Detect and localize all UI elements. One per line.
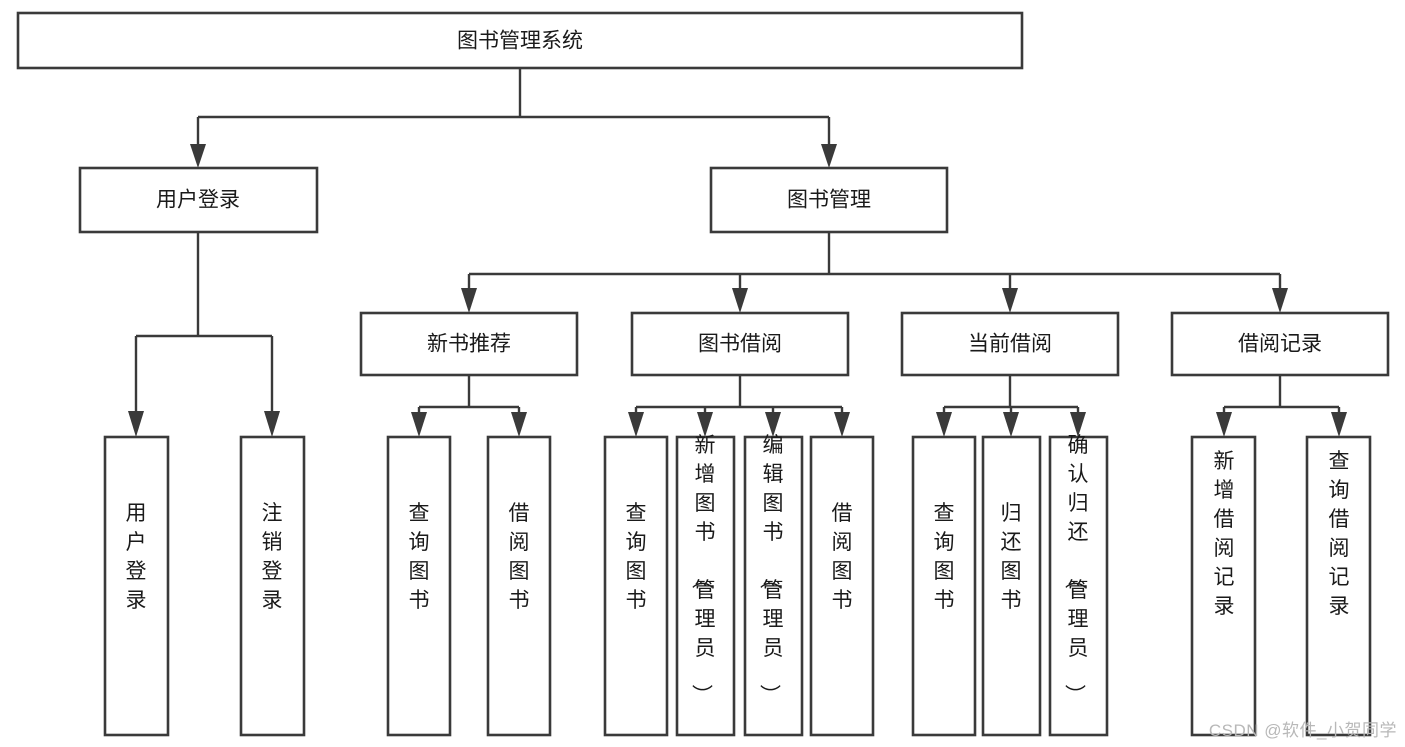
arrow-head-new-book-rec [461, 288, 477, 313]
arrow-head-leaf-return-book [1003, 412, 1019, 437]
node-leaf-query-book-1-label: 查询图书 [409, 502, 430, 612]
node-leaf-confirm-return-label: 确认归还（管理员） [1063, 434, 1089, 705]
arrow-head-leaf-logout-login [264, 411, 280, 437]
node-leaf-query-book-2-label: 查询图书 [626, 502, 647, 612]
node-leaf-logout-login-box[interactable] [239, 435, 306, 737]
arrow-head-current-borrow [1002, 288, 1018, 313]
node-leaf-logout-login-label: 注销登录 [262, 502, 283, 612]
node-leaf-query-book-1-box[interactable] [386, 435, 452, 737]
node-leaf-edit-book-box[interactable] [743, 435, 804, 737]
node-leaf-user-login-box[interactable] [103, 435, 170, 737]
node-borrow-record-box[interactable] [1170, 311, 1390, 377]
node-leaf-add-record-box[interactable] [1190, 435, 1257, 737]
node-leaf-query-record-box[interactable] [1305, 435, 1372, 737]
node-leaf-logout-login[interactable]: 注销登录 [239, 435, 306, 737]
node-leaf-borrow-book-1-label: 借阅图书 [509, 502, 530, 612]
node-user-login-label: 用户登录 [156, 189, 240, 212]
arrow-head-book-borrow [732, 288, 748, 313]
node-leaf-query-record[interactable]: 查询借阅记录 [1305, 435, 1372, 737]
node-user-login[interactable]: 用户登录 [78, 166, 319, 234]
node-leaf-edit-book[interactable]: 编辑图书（管理员） [743, 434, 804, 737]
node-leaf-edit-book-label: 编辑图书（管理员） [758, 434, 784, 705]
node-new-book-rec[interactable]: 新书推荐 [359, 311, 579, 377]
node-book-borrow-box[interactable] [630, 311, 850, 377]
node-leaf-query-record-label: 查询借阅记录 [1329, 450, 1350, 618]
arrow-head-leaf-borrow-book-1 [511, 412, 527, 437]
arrow-head-leaf-add-record [1216, 412, 1232, 437]
node-book-manage-label: 图书管理 [787, 189, 871, 212]
arrow-head-borrow-record [1272, 288, 1288, 313]
node-root[interactable]: 图书管理系统 [16, 11, 1024, 70]
node-leaf-confirm-return-box[interactable] [1048, 435, 1109, 737]
arrow-head-leaf-query-record [1331, 412, 1347, 437]
arrow-head-user-login [190, 144, 206, 168]
node-leaf-query-book-2-box[interactable] [603, 435, 669, 737]
node-current-borrow-label: 当前借阅 [968, 333, 1052, 356]
node-leaf-borrow-book-2-label: 借阅图书 [832, 502, 853, 612]
arrow-head-leaf-confirm-return [1070, 412, 1086, 437]
node-root-label: 图书管理系统 [457, 30, 583, 53]
node-new-book-rec-label: 新书推荐 [427, 333, 511, 356]
node-leaf-query-book-2[interactable]: 查询图书 [603, 435, 669, 737]
node-current-borrow-box[interactable] [900, 311, 1120, 377]
arrow-head-leaf-borrow-book-2 [834, 412, 850, 437]
node-leaf-user-login[interactable]: 用户登录 [103, 435, 170, 737]
node-root-box[interactable] [16, 11, 1024, 70]
node-leaf-add-book[interactable]: 新增图书（管理员） [675, 434, 736, 737]
node-book-borrow-label: 图书借阅 [698, 333, 782, 356]
node-leaf-return-book[interactable]: 归还图书 [981, 435, 1042, 737]
node-leaf-borrow-book-2-box[interactable] [809, 435, 875, 737]
node-leaf-borrow-book-2[interactable]: 借阅图书 [809, 435, 875, 737]
node-leaf-add-record[interactable]: 新增借阅记录 [1190, 435, 1257, 737]
node-borrow-record-label: 借阅记录 [1238, 333, 1322, 356]
node-leaf-add-book-label: 新增图书（管理员） [690, 434, 716, 705]
node-current-borrow[interactable]: 当前借阅 [900, 311, 1120, 377]
arrow-head-book-manage [821, 144, 837, 168]
node-leaf-user-login-label: 用户登录 [126, 502, 147, 612]
node-leaf-return-book-box[interactable] [981, 435, 1042, 737]
arrow-head-leaf-edit-book [765, 412, 781, 437]
arrow-head-leaf-add-book [697, 412, 713, 437]
node-borrow-record[interactable]: 借阅记录 [1170, 311, 1390, 377]
arrow-head-leaf-query-book-2 [628, 412, 644, 437]
node-leaf-add-record-label: 新增借阅记录 [1214, 450, 1235, 618]
node-leaf-borrow-book-1-box[interactable] [486, 435, 552, 737]
node-book-manage-box[interactable] [709, 166, 949, 234]
node-leaf-query-book-3-label: 查询图书 [934, 502, 955, 612]
connector-layer [128, 68, 1347, 437]
node-leaf-query-book-3[interactable]: 查询图书 [911, 435, 977, 737]
node-leaf-query-book-1[interactable]: 查询图书 [386, 435, 452, 737]
node-leaf-confirm-return[interactable]: 确认归还（管理员） [1048, 434, 1109, 737]
node-new-book-rec-box[interactable] [359, 311, 579, 377]
node-leaf-return-book-label: 归还图书 [1001, 502, 1022, 612]
node-user-login-box[interactable] [78, 166, 319, 234]
node-book-borrow[interactable]: 图书借阅 [630, 311, 850, 377]
node-book-manage[interactable]: 图书管理 [709, 166, 949, 234]
arrow-head-leaf-user-login [128, 411, 144, 437]
arrow-head-leaf-query-book-3 [936, 412, 952, 437]
node-leaf-query-book-3-box[interactable] [911, 435, 977, 737]
node-leaf-borrow-book-1[interactable]: 借阅图书 [486, 435, 552, 737]
node-leaf-add-book-box[interactable] [675, 435, 736, 737]
arrow-head-leaf-query-book-1 [411, 412, 427, 437]
